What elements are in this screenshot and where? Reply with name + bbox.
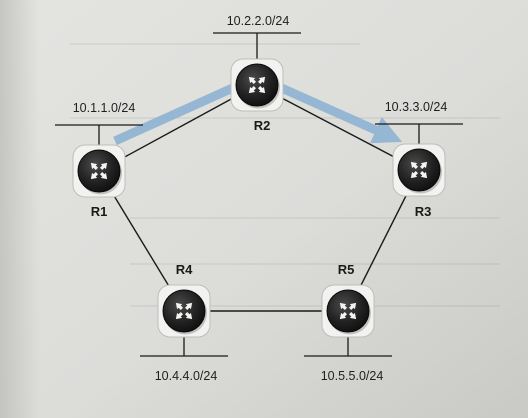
link-r2-r3 xyxy=(256,84,420,171)
network-label-r2: 10.2.2.0/24 xyxy=(227,14,290,28)
router-cross-arrows-icon xyxy=(339,302,357,320)
network-label-r4: 10.4.4.0/24 xyxy=(155,369,218,383)
paper-left-shadow xyxy=(0,0,40,418)
router-label-r1: R1 xyxy=(91,204,108,219)
router-body xyxy=(162,289,206,333)
router-body xyxy=(326,289,370,333)
router-cross-arrows-icon xyxy=(175,302,193,320)
router-r5: R5 xyxy=(321,262,375,338)
router-r2: R2 xyxy=(230,58,284,133)
router-label-r2: R2 xyxy=(254,118,271,133)
router-cross-arrows-icon xyxy=(248,76,266,94)
router-cross-arrows-icon xyxy=(90,162,108,180)
router-label-r3: R3 xyxy=(415,204,432,219)
router-body xyxy=(235,63,279,107)
router-label-r4: R4 xyxy=(176,262,193,277)
router-r1: R1 xyxy=(72,144,126,219)
router-label-r5: R5 xyxy=(338,262,355,277)
network-label-r3: 10.3.3.0/24 xyxy=(385,100,448,114)
router-body xyxy=(77,149,121,193)
background-faint-rows xyxy=(70,43,500,307)
network-label-r5: 10.5.5.0/24 xyxy=(321,369,384,383)
network-label-r1: 10.1.1.0/24 xyxy=(73,101,136,115)
network-stub-layer: 10.1.1.0/24 10.2.2.0/24 10.3.3.0/24 10.4.4.… xyxy=(55,14,463,383)
router-r3: R3 xyxy=(392,143,446,219)
router-cross-arrows-icon xyxy=(410,161,428,179)
router-r4: R4 xyxy=(157,262,211,338)
router-body xyxy=(397,148,441,192)
